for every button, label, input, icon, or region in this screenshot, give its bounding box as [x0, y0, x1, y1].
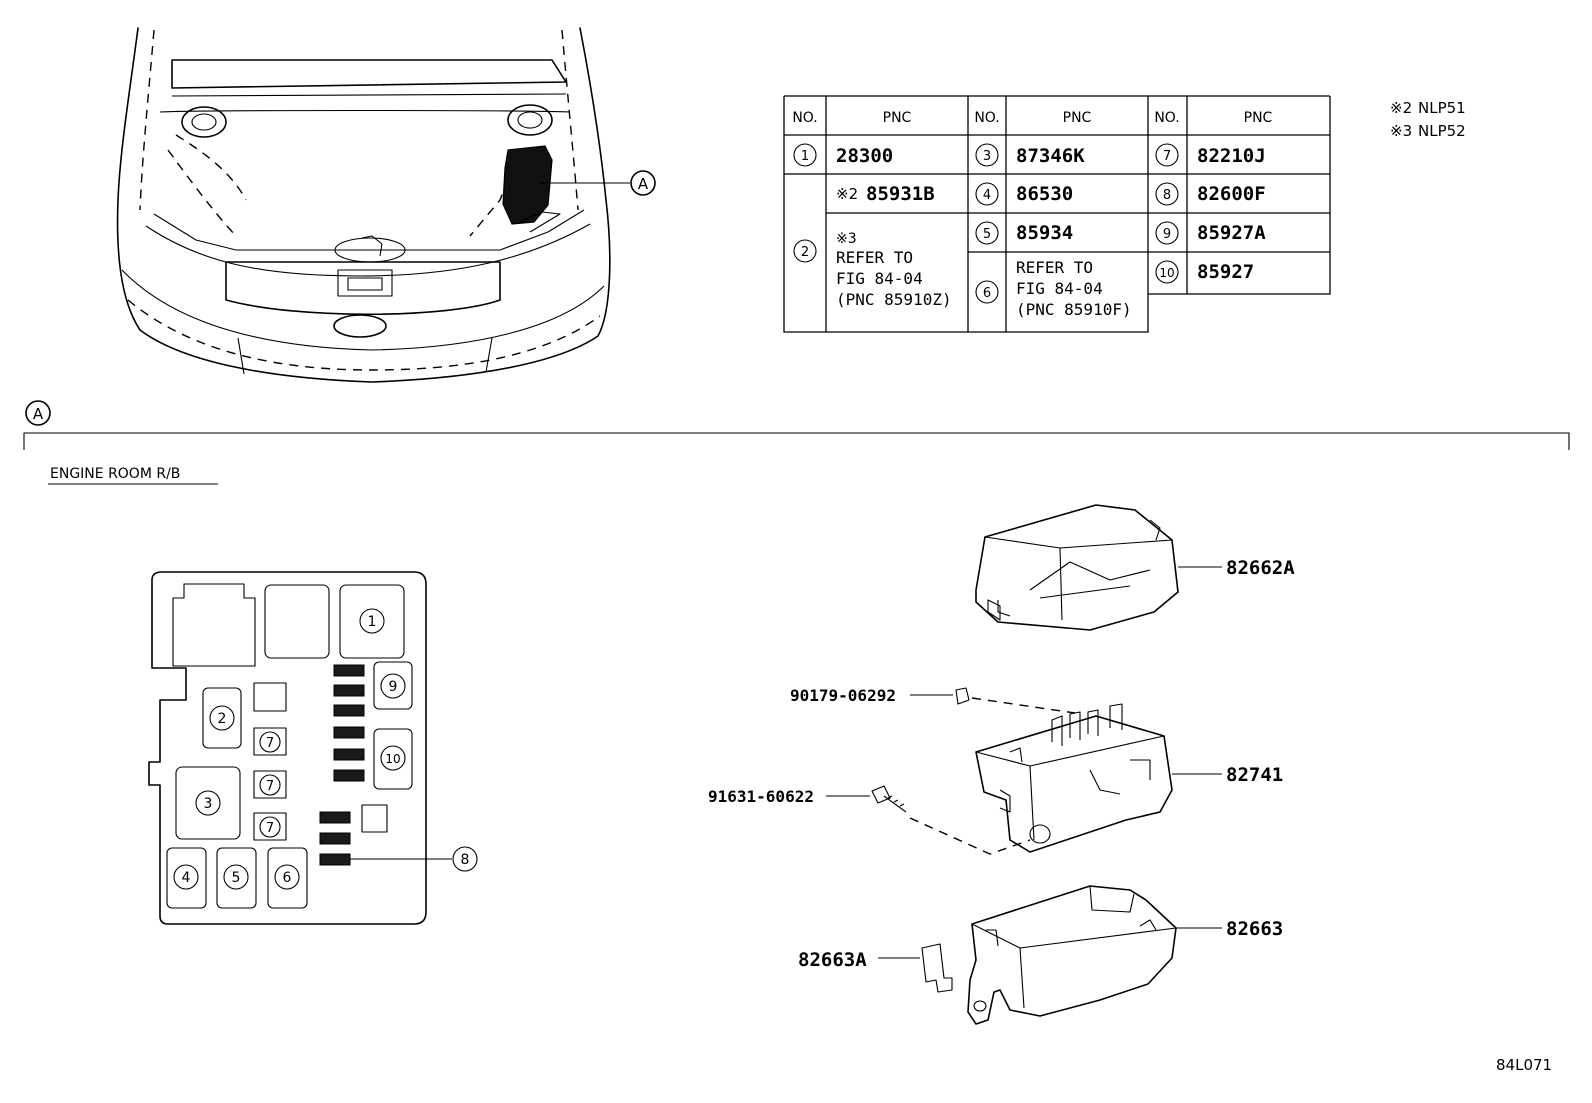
- svg-text:1: 1: [801, 149, 809, 164]
- header-pnc-2: PNC: [1063, 110, 1092, 126]
- svg-text:10: 10: [385, 752, 400, 766]
- svg-text:(PNC 85910Z): (PNC 85910Z): [836, 290, 952, 309]
- header-no-2: NO.: [974, 110, 999, 126]
- legend-notes: ※2 NLP51 ※3 NLP52: [1390, 99, 1466, 140]
- header-pnc-3: PNC: [1244, 110, 1273, 126]
- pnc-82210j: 82210J: [1197, 145, 1266, 167]
- svg-text:※2: ※2: [836, 185, 858, 203]
- svg-text:2: 2: [218, 711, 227, 727]
- pnc-85934: 85934: [1016, 222, 1073, 244]
- relay-block-body: [975, 703, 1222, 853]
- relay-block-cover: [975, 504, 1222, 631]
- pnc-table: NO. PNC NO. PNC NO. PNC 1 28300 2 ※2 859…: [783, 95, 1331, 333]
- part-bolt-label: 91631-60622: [708, 787, 814, 806]
- svg-text:※3: ※3: [836, 231, 857, 247]
- svg-text:7: 7: [266, 779, 274, 794]
- part-bracket-label: 82663A: [798, 949, 867, 971]
- svg-text:8: 8: [461, 852, 470, 868]
- svg-text:2: 2: [801, 245, 809, 260]
- header-no-3: NO.: [1154, 110, 1179, 126]
- svg-text:FIG 84-04: FIG 84-04: [1016, 279, 1103, 298]
- svg-text:4: 4: [182, 870, 191, 886]
- svg-text:REFER TO: REFER TO: [1016, 258, 1093, 277]
- svg-text:9: 9: [1163, 227, 1171, 242]
- svg-text:5: 5: [983, 227, 991, 242]
- section-a-divider: A ENGINE ROOM R/B: [23, 400, 1570, 485]
- svg-text:7: 7: [266, 736, 274, 751]
- svg-text:(PNC 85910F): (PNC 85910F): [1016, 300, 1132, 319]
- svg-text:8: 8: [1163, 188, 1171, 203]
- svg-text:A: A: [638, 175, 649, 193]
- svg-text:※3: ※3: [1390, 122, 1412, 140]
- header-no-1: NO.: [792, 110, 817, 126]
- svg-text:7: 7: [1163, 149, 1171, 164]
- svg-text:5: 5: [232, 870, 241, 886]
- svg-text:9: 9: [389, 679, 398, 695]
- svg-text:FIG 84-04: FIG 84-04: [836, 269, 923, 288]
- svg-text:1: 1: [368, 614, 377, 630]
- part-cover-label: 82662A: [1226, 557, 1295, 579]
- svg-text:NLP52: NLP52: [1418, 122, 1466, 140]
- svg-text:6: 6: [283, 870, 292, 886]
- pnc-85927: 85927: [1197, 261, 1254, 283]
- part-clip-label: 90179-06292: [790, 686, 896, 705]
- pnc-85931b: 85931B: [866, 183, 935, 205]
- bracket-part: [878, 943, 953, 993]
- header-pnc-1: PNC: [883, 110, 912, 126]
- pnc-85927a: 85927A: [1197, 222, 1266, 244]
- part-block-label: 82741: [1226, 764, 1283, 786]
- clip-part: [910, 687, 1076, 714]
- svg-text:3: 3: [983, 149, 991, 164]
- car-front-illustration: [116, 27, 630, 383]
- fuse-box-layout: 1 2 7 7 7 3 4 5 6: [148, 571, 478, 925]
- svg-text:4: 4: [983, 188, 991, 203]
- pnc-82600f: 82600F: [1197, 183, 1266, 205]
- section-label: ENGINE ROOM R/B: [50, 466, 180, 482]
- pnc-87346k: 87346K: [1016, 145, 1085, 167]
- svg-text:10: 10: [1159, 266, 1174, 280]
- svg-text:6: 6: [983, 286, 991, 301]
- pnc-86530: 86530: [1016, 183, 1073, 205]
- svg-text:NLP51: NLP51: [1418, 99, 1466, 117]
- figure-code: 84L071: [1496, 1056, 1552, 1074]
- pnc-28300: 28300: [836, 145, 893, 167]
- svg-text:A: A: [33, 405, 44, 423]
- svg-text:7: 7: [266, 821, 274, 836]
- bolt-part: [826, 785, 1031, 855]
- part-lower-case-label: 82663: [1226, 918, 1283, 940]
- svg-text:3: 3: [204, 796, 213, 812]
- svg-text:REFER TO: REFER TO: [836, 248, 913, 267]
- svg-text:※2: ※2: [1390, 99, 1412, 117]
- lower-case-part: [967, 885, 1222, 1025]
- callout-a-top: A: [630, 170, 656, 196]
